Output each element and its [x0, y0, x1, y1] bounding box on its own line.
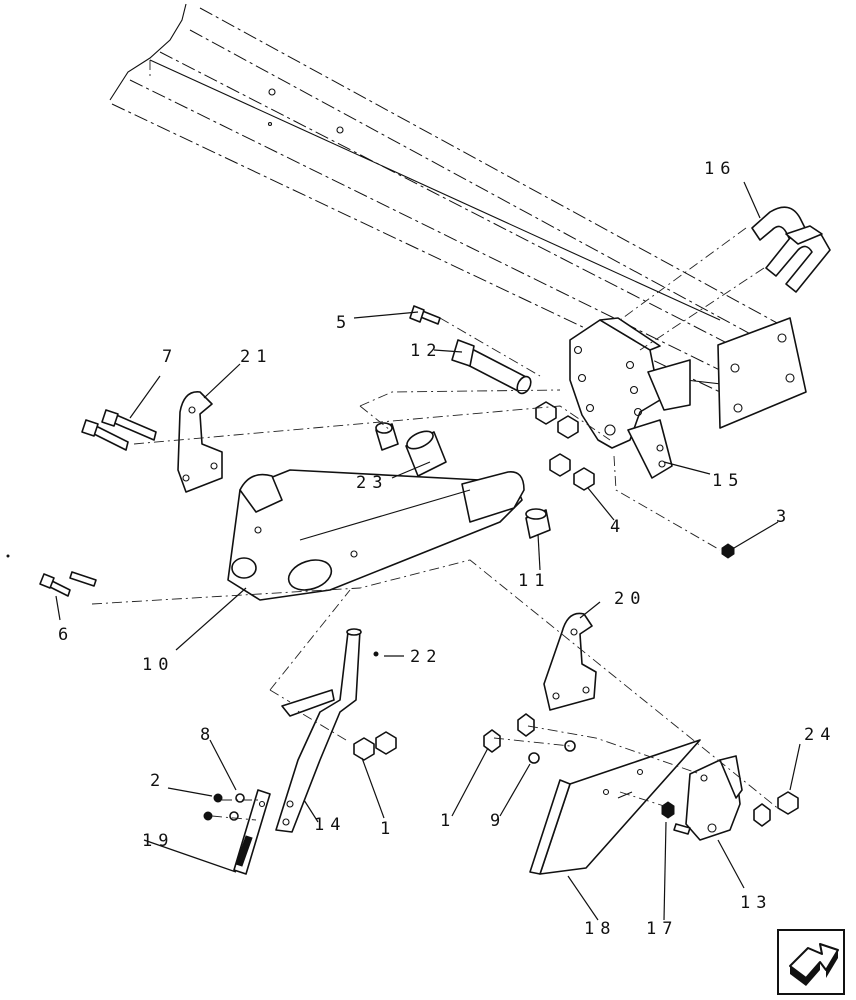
bolts-part-6: [39, 571, 97, 597]
callout-18: 18: [584, 919, 616, 939]
main-bracket-part-15: [569, 317, 691, 479]
bracket-part-21: [177, 391, 223, 493]
callout-5: 5: [336, 313, 352, 333]
callout-14: 14: [314, 815, 346, 835]
callout-16: 16: [704, 159, 736, 179]
callout-19: 19: [142, 831, 174, 851]
nut-part-17: [661, 801, 675, 819]
bolts-part-7: [81, 409, 157, 451]
arm-part-10: [227, 469, 525, 601]
callout-22: 22: [410, 647, 442, 667]
callout-11: 11: [518, 571, 550, 591]
callout-15: 15: [712, 471, 744, 491]
callout-6: 6: [58, 625, 74, 645]
bracket-part-20: [543, 612, 597, 711]
callout-20: 20: [614, 589, 646, 609]
callout-24: 24: [804, 725, 836, 745]
callout-3: 3: [776, 507, 792, 527]
callout-1-left: 1: [380, 819, 396, 839]
hardware-part-2-8: [203, 793, 245, 821]
callout-12: 12: [410, 341, 442, 361]
sweep-blade-part-18: [529, 739, 701, 875]
callout-17: 17: [646, 919, 678, 939]
shank-part-14: [275, 628, 362, 833]
bushings-part-23-11: [375, 422, 551, 539]
callout-10: 10: [142, 655, 174, 675]
callout-9: 9: [490, 811, 506, 831]
clamp-bracket-part-13: [673, 755, 743, 841]
assembly-centerlines: [91, 227, 781, 821]
point-part-19: [233, 789, 271, 875]
nuts-part-24: [753, 791, 799, 827]
next-page-arrow-icon[interactable]: [777, 929, 845, 995]
callout-21: 21: [240, 347, 272, 367]
nut-part-3: [721, 543, 735, 559]
callout-2: 2: [150, 771, 166, 791]
leader-lines: [55, 181, 801, 921]
nuts-part-4: [535, 401, 595, 491]
callout-labels: 16 5 12 7 21 23 15 3 4 11 6 10 20 22 8 2…: [58, 159, 836, 939]
pivot-pin-part-12: [451, 339, 532, 395]
callout-13: 13: [740, 893, 772, 913]
nuts-part-1: [353, 713, 576, 764]
callout-23: 23: [356, 473, 388, 493]
callout-7: 7: [162, 347, 178, 367]
callout-8: 8: [200, 725, 216, 745]
grease-fitting-part-22: [373, 651, 379, 657]
callout-1-right: 1: [440, 811, 456, 831]
frame-phantom-outline: [109, 3, 791, 393]
u-bolt-part-16: [751, 206, 831, 293]
callout-4: 4: [610, 517, 626, 537]
mounting-plate: [717, 317, 807, 429]
bolt-part-5: [409, 305, 441, 325]
